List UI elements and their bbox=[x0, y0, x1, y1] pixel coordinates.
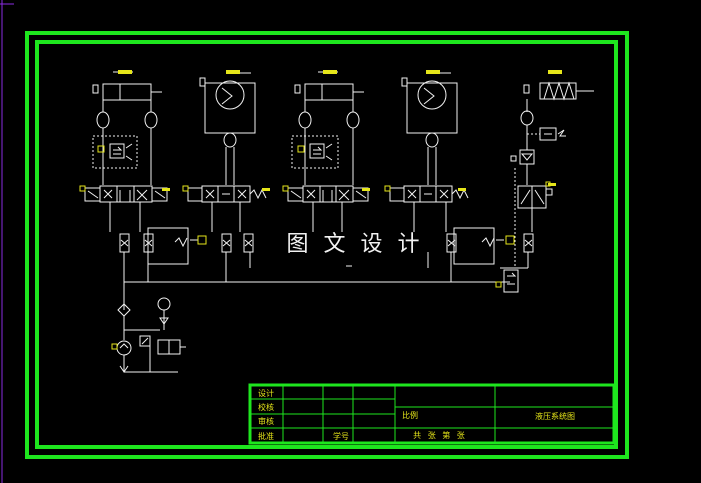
title-block-row-1: 设计 bbox=[258, 388, 274, 398]
valve-4 bbox=[384, 185, 469, 203]
rotary-actuator-2 bbox=[401, 72, 458, 185]
spring-cylinder bbox=[510, 71, 594, 268]
title-block-row-4: 批准 bbox=[258, 431, 274, 441]
valve-1 bbox=[79, 185, 168, 203]
component-tags bbox=[118, 70, 562, 191]
title-block-scale: 比例 bbox=[402, 410, 418, 420]
title-block bbox=[248, 383, 616, 445]
watermark-text: 图 文 设 计 bbox=[287, 232, 424, 257]
outer-frame-border bbox=[25, 31, 629, 459]
title-block-sheets: 共 张 第 张 bbox=[413, 430, 467, 440]
throttle-row bbox=[119, 227, 534, 268]
inner-frame-border bbox=[35, 40, 618, 449]
cylinder-1 bbox=[92, 71, 162, 185]
title-block-drawing-title: 液压系统图 bbox=[535, 411, 575, 421]
valve-3 bbox=[282, 185, 369, 203]
cylinder-2 bbox=[291, 71, 364, 185]
title-block-student-id: 学号 bbox=[333, 431, 349, 441]
title-block-row-2: 校核 bbox=[258, 402, 274, 412]
rotary-actuator-1 bbox=[199, 72, 256, 185]
valve-2 bbox=[182, 185, 267, 203]
valve-5 bbox=[517, 181, 553, 209]
title-block-row-3: 审核 bbox=[258, 416, 274, 426]
pump-unit bbox=[111, 282, 186, 373]
main-supply-line bbox=[123, 252, 529, 293]
